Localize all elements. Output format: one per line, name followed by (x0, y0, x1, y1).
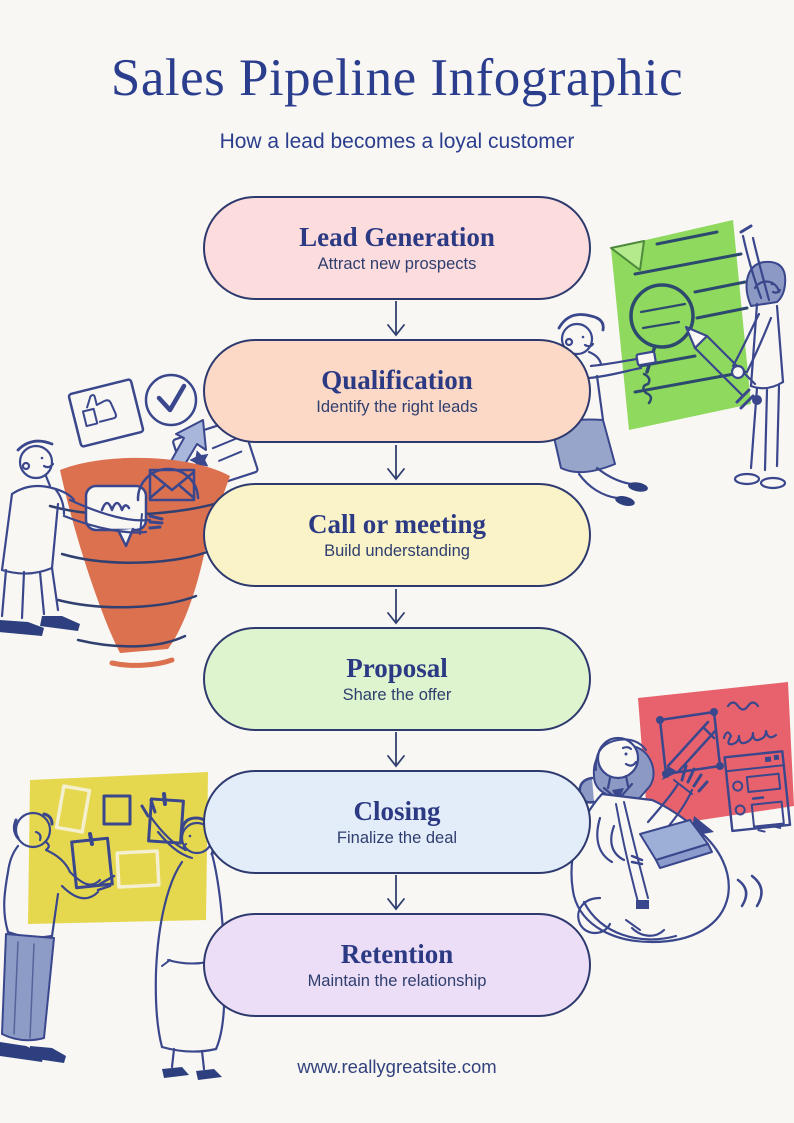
red-panel-icon (570, 682, 794, 944)
arrow-down-icon (381, 300, 411, 339)
stage-subtitle: Finalize the deal (336, 828, 458, 847)
stage-title: Lead Generation (299, 221, 495, 252)
check-circle-icon (144, 373, 198, 427)
stage-title: Qualification (321, 364, 473, 395)
stage-title: Closing (353, 795, 441, 826)
woman-with-pencil-figure (730, 224, 787, 490)
stage-retention: Retention Maintain the relationship (203, 913, 591, 1017)
scribble-icon (722, 701, 778, 746)
stage-title: Call or meeting (308, 508, 486, 539)
pointing-man-back-figure (0, 811, 116, 1063)
stage-closing: Closing Finalize the deal (203, 770, 591, 874)
form-window-icon (723, 750, 792, 833)
page-subtitle: How a lead becomes a loyal customer (219, 130, 575, 153)
stage-title: Proposal (346, 652, 448, 683)
stage-subtitle: Maintain the relationship (307, 971, 487, 990)
arrow-down-icon (381, 588, 411, 627)
arrow-down-icon (381, 874, 411, 913)
stage-subtitle: Share the offer (342, 685, 452, 704)
green-document-icon (549, 220, 787, 506)
pointing-man-figure (0, 439, 164, 636)
seated-woman-laptop-figure (570, 736, 763, 944)
funnel-icon (0, 373, 259, 668)
stage-subtitle: Build understanding (324, 541, 470, 560)
stage-call-or-meeting: Call or meeting Build understanding (203, 483, 591, 587)
sticky-board-illustration (0, 752, 235, 1090)
sticky-notes-icon (70, 792, 185, 890)
website-url: www.reallygreatsite.com (297, 1056, 497, 1077)
arrow-down-icon (381, 444, 411, 483)
page-title: Sales Pipeline Infographic (110, 49, 684, 107)
sales-funnel-illustration (0, 358, 270, 670)
stage-qualification: Qualification Identify the right leads (203, 339, 591, 443)
arrow-down-icon (381, 731, 411, 770)
document-review-illustration (545, 196, 794, 511)
stage-lead-generation: Lead Generation Attract new prospects (203, 196, 591, 300)
design-panel-illustration (556, 658, 794, 1082)
canvas-diagram-icon (656, 708, 724, 780)
stage-title: Retention (340, 938, 454, 969)
stage-subtitle: Identify the right leads (316, 397, 478, 416)
thumbs-up-card-icon (67, 378, 145, 448)
stage-proposal: Proposal Share the offer (203, 627, 591, 731)
sticky-board-icon (0, 772, 226, 1080)
envelope-icon (136, 467, 200, 502)
stage-subtitle: Attract new prospects (317, 254, 477, 273)
